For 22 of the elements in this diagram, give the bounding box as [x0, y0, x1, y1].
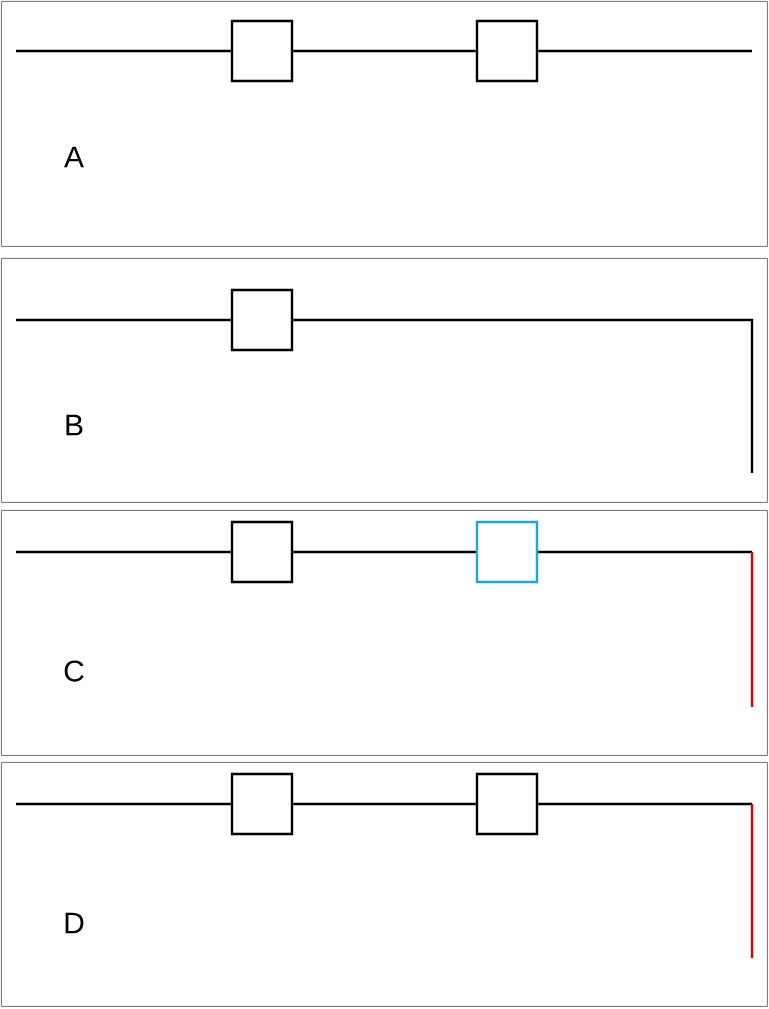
panel-letter: B [66, 414, 83, 436]
wire [16, 550, 231, 554]
wire [16, 49, 231, 53]
wire [538, 550, 752, 554]
panel-letter: A [64, 146, 84, 168]
wire [16, 802, 231, 806]
panel-letter: C [64, 660, 84, 682]
box [230, 520, 294, 584]
box [475, 19, 539, 83]
box [230, 288, 294, 352]
box [475, 772, 539, 836]
wire [16, 318, 231, 322]
wire [293, 318, 754, 473]
panel-letter: D [65, 912, 84, 934]
wire [538, 49, 752, 53]
wire [293, 49, 476, 53]
wire [293, 802, 476, 806]
wire [293, 550, 476, 554]
wire [538, 802, 752, 806]
box [230, 772, 294, 836]
box [230, 19, 294, 83]
box [475, 520, 539, 584]
